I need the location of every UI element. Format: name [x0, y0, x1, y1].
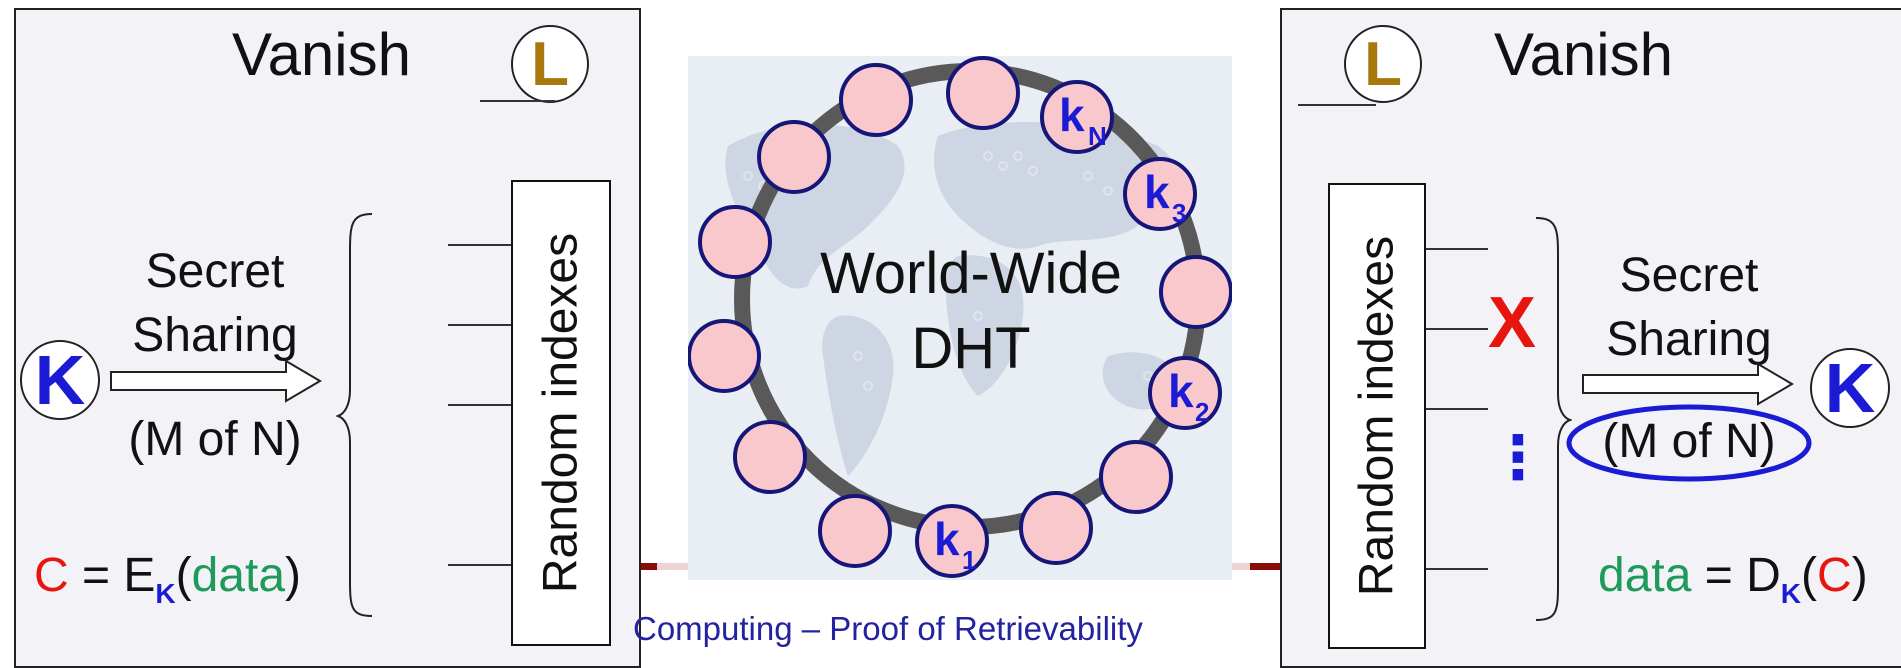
dht-node	[757, 120, 831, 194]
right-secret-label: Secret	[1619, 249, 1759, 302]
ciphertext-c: C	[1817, 549, 1852, 602]
left-index-line	[448, 564, 512, 566]
encrypt-key-sub: K	[155, 578, 176, 609]
node-sub-k3: 3	[1172, 198, 1186, 228]
dht-title-line1: World-Wide	[820, 241, 1122, 306]
right-m-of-n-label: (M of N)	[1602, 415, 1776, 468]
encrypt-op: = E	[68, 549, 156, 602]
decrypt-key-sub: K	[1780, 578, 1802, 609]
left-lock-underline	[480, 100, 555, 102]
more-shares-ellipsis: ⋮	[1488, 424, 1548, 491]
m-of-n-highlight-ellipse	[1566, 404, 1812, 482]
right-arrow-icon	[1582, 362, 1794, 406]
left-index-line	[448, 244, 512, 246]
dht-ring-diagram: k N k 3 k 2 k 1 World-Wide DHT	[688, 56, 1232, 578]
node-label-k2: k	[1168, 365, 1194, 417]
right-index-line	[1426, 328, 1488, 330]
left-random-indexes-label: Random indexes	[534, 232, 588, 594]
node-label-k3: k	[1144, 166, 1170, 218]
dht-node-kN	[1040, 80, 1114, 154]
right-vanish-title: Vanish	[1494, 21, 1674, 88]
left-secret-label: Secret	[145, 245, 285, 298]
right-sharing-label: Sharing	[1606, 313, 1772, 366]
node-label-k1: k	[934, 513, 960, 565]
dht-node	[698, 205, 772, 279]
paren-close: )	[285, 549, 302, 602]
right-random-indexes-box: Random indexes	[1328, 183, 1426, 649]
left-connector-fade	[657, 563, 689, 570]
left-key-icon: K	[20, 340, 100, 420]
right-lock-underline	[1298, 104, 1376, 106]
dht-node	[839, 63, 913, 137]
bottom-caption: Computing – Proof of Retrievability	[633, 610, 1143, 647]
node-label-kN: k	[1059, 89, 1085, 141]
right-key-icon: K	[1810, 348, 1890, 428]
left-connector	[641, 563, 657, 570]
right-index-line	[1426, 248, 1488, 250]
recovered-data: data	[1598, 549, 1692, 602]
right-connector	[1250, 563, 1280, 570]
paren-open: (	[175, 549, 192, 602]
right-lock-icon: L	[1344, 25, 1422, 103]
dht-node	[733, 420, 807, 494]
node-sub-k1: 1	[962, 545, 976, 575]
dht-node	[1099, 440, 1173, 514]
left-lock-icon: L	[511, 25, 589, 103]
right-decrypt-formula: data = DK(C)	[1598, 548, 1868, 610]
dht-node	[1159, 255, 1232, 329]
right-index-line	[1426, 568, 1488, 570]
left-brace-icon	[336, 213, 373, 617]
paren-open: (	[1801, 549, 1818, 602]
left-index-line	[448, 404, 512, 406]
left-encrypt-formula: C = EK(data)	[34, 548, 301, 610]
dht-node	[1019, 491, 1093, 565]
dht-node	[818, 494, 892, 568]
right-connector-fade	[1232, 563, 1250, 570]
left-index-line	[448, 324, 512, 326]
right-brace-icon	[1535, 217, 1572, 621]
plaintext-data: data	[191, 549, 286, 602]
paren-close: )	[1851, 549, 1868, 602]
ciphertext-c: C	[34, 549, 69, 602]
left-vanish-title: Vanish	[232, 21, 412, 88]
dht-node	[688, 319, 761, 393]
dht-node	[946, 56, 1020, 130]
left-m-of-n-label: (M of N)	[128, 413, 302, 466]
right-index-line	[1426, 408, 1488, 410]
left-arrow-icon	[110, 359, 322, 403]
left-sharing-label: Sharing	[132, 309, 298, 362]
left-random-indexes-box: Random indexes	[511, 180, 611, 646]
node-sub-k2: 2	[1195, 397, 1209, 427]
node-sub-kN: N	[1088, 121, 1107, 151]
dht-title-line2: DHT	[911, 316, 1030, 381]
dht-node-k3	[1123, 157, 1197, 231]
lost-share-mark: X	[1488, 283, 1537, 363]
dht-node-k2	[1148, 356, 1222, 430]
right-random-indexes-label: Random indexes	[1350, 235, 1404, 597]
dht-node-k1	[915, 504, 989, 578]
decrypt-op: = D	[1691, 549, 1781, 602]
